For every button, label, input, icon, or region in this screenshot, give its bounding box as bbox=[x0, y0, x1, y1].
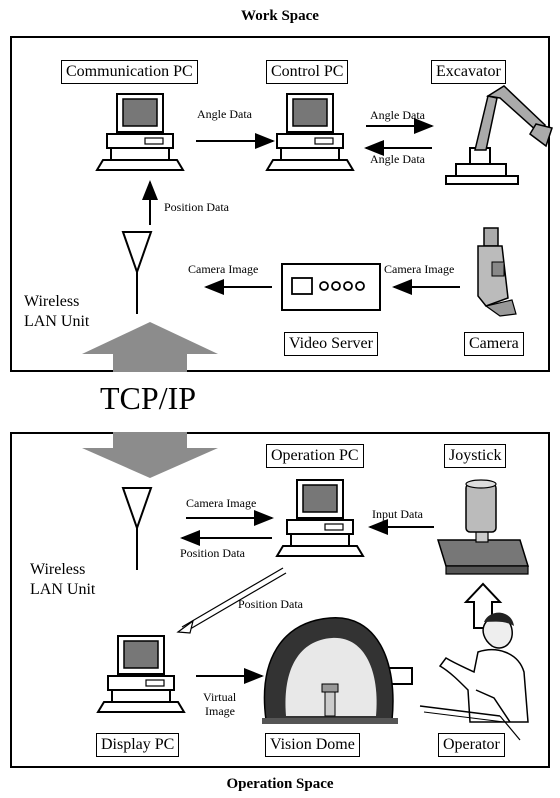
camera-image-label: Camera Image bbox=[188, 262, 259, 276]
angle-data-label: Angle Data bbox=[370, 108, 425, 122]
tcp-arrow-icon bbox=[82, 322, 218, 478]
angle-data-label: Angle Data bbox=[370, 152, 425, 166]
input-data-label: Input Data bbox=[372, 507, 423, 521]
operation-space-title: Operation Space bbox=[226, 776, 334, 792]
operator-icon bbox=[419, 612, 529, 741]
work-space-title: Work Space bbox=[241, 8, 319, 24]
virtual-image-line2: Image bbox=[205, 704, 235, 718]
vision-dome-icon bbox=[262, 617, 398, 724]
computer-icon bbox=[276, 479, 364, 557]
operator-box: Operator bbox=[438, 733, 505, 757]
wireless-lan-bottom-line1: Wireless bbox=[30, 561, 86, 578]
control-pc-box: Control PC bbox=[266, 60, 349, 84]
virtual-image-line1: Virtual bbox=[203, 690, 237, 704]
camera-icon bbox=[477, 227, 517, 317]
wireless-lan-top-line1: Wireless bbox=[24, 293, 80, 310]
antenna-icon bbox=[122, 487, 152, 571]
joystick-box: Joystick bbox=[444, 444, 507, 468]
tcp-ip-label: TCP/IP bbox=[100, 380, 197, 416]
wireless-lan-top-line2: LAN Unit bbox=[24, 313, 90, 330]
camera-image-label: Camera Image bbox=[186, 496, 257, 510]
vision-dome-box: Vision Dome bbox=[265, 733, 360, 757]
computer-icon bbox=[97, 635, 185, 713]
operation-pc-box: Operation PC bbox=[266, 444, 364, 468]
computer-icon bbox=[96, 93, 184, 171]
excavator-box: Excavator bbox=[431, 60, 506, 84]
video-server-icon bbox=[281, 263, 381, 311]
video-server-box: Video Server bbox=[284, 332, 378, 356]
angle-data-label: Angle Data bbox=[197, 107, 252, 121]
display-pc-box: Display PC bbox=[96, 733, 180, 757]
work-space-panel bbox=[10, 36, 550, 372]
joystick-icon bbox=[436, 479, 530, 575]
communication-pc-box: Communication PC bbox=[61, 60, 198, 84]
excavator-icon bbox=[445, 85, 553, 185]
antenna-icon bbox=[122, 231, 152, 315]
position-data-label: Position Data bbox=[180, 546, 245, 560]
wireless-lan-bottom-line2: LAN Unit bbox=[30, 581, 96, 598]
camera-box: Camera bbox=[464, 332, 524, 356]
position-data-label: Position Data bbox=[164, 200, 229, 214]
camera-image-label: Camera Image bbox=[384, 262, 455, 276]
position-data-label: Position Data bbox=[238, 597, 303, 611]
computer-icon bbox=[266, 93, 354, 171]
